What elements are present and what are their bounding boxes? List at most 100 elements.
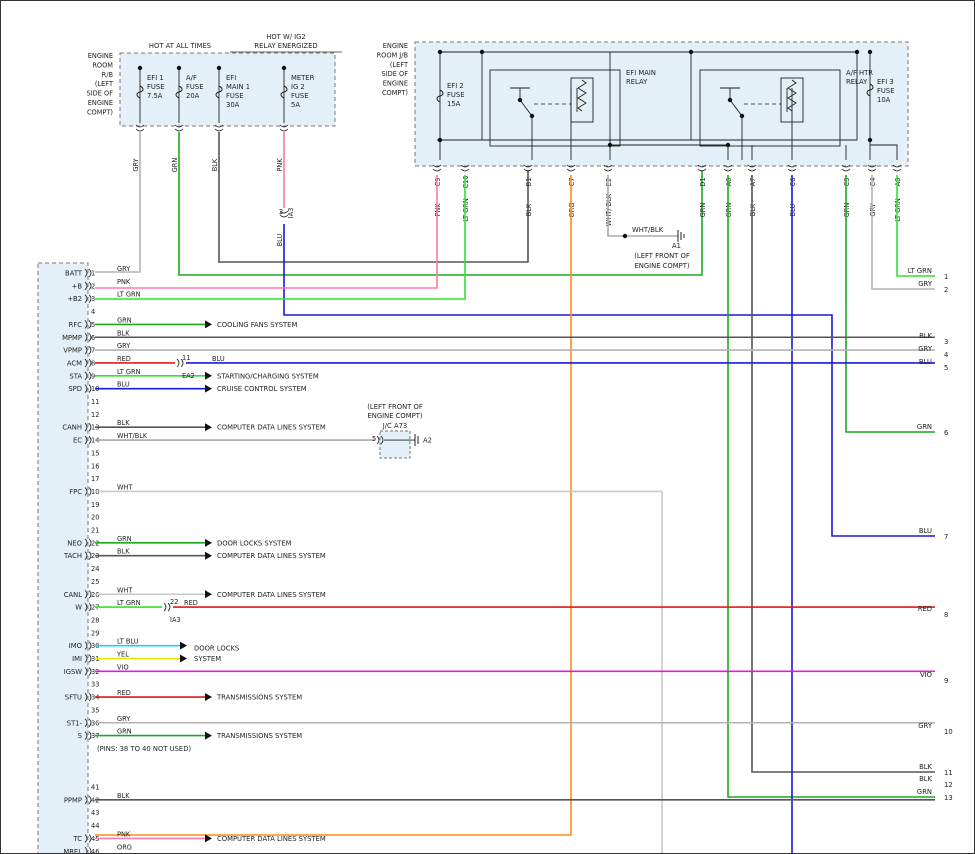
engine-room-jb-box: [414, 41, 909, 167]
jb-fuse-label: FUSE: [447, 91, 465, 99]
ecm-pin-connector-icon: [84, 294, 92, 303]
jb-fuse-label: 15A: [447, 100, 461, 108]
wire-fpc: [95, 490, 663, 854]
ecm-wire-label: GRY: [117, 342, 131, 350]
rb-label-line: SIDE OF: [87, 90, 114, 98]
arrow-icon: [180, 641, 187, 650]
jb-fuse-label: EFI 2: [447, 82, 464, 90]
ecm-pin-number: 19: [91, 501, 99, 509]
right-wire-label: LT GRN: [908, 267, 932, 275]
fuse-label: FUSE: [186, 83, 204, 91]
ecm-pin-number: 33: [91, 681, 99, 689]
wire-ltgrn-b2: [95, 175, 466, 300]
ecm-pin-connector-icon: [84, 281, 92, 291]
jb-pin-label: E2: [605, 178, 613, 186]
door-locks-label: DOOR LOCKS: [194, 645, 239, 653]
ecm-terminal-name: STA: [69, 372, 82, 380]
ecm-terminal-name: MREL: [63, 848, 82, 854]
ecm-wire-label: PNK: [117, 278, 131, 286]
ecm-wire-label: WHT: [117, 586, 133, 594]
ecm-pin-number: 15: [91, 449, 99, 457]
ecm-terminal-name: IMO: [69, 642, 82, 650]
jb-wire-label: LT GRN: [462, 198, 470, 222]
jb-label-line: COMPT): [382, 89, 408, 97]
fuse-label: EFI 1: [147, 74, 164, 82]
ia3-wire-label: BLU: [276, 233, 284, 246]
ia3-connector-icon: [279, 210, 289, 218]
rb-connector-icon: [135, 124, 145, 132]
ecm-terminal-name: VPMP: [63, 347, 82, 355]
fuse-top-dot: [281, 65, 287, 71]
ecm-terminal-name: ACM: [67, 359, 82, 367]
fuse-icon: [215, 85, 223, 99]
jc-loc2: ENGINE COMPT): [367, 412, 422, 420]
junction-dot: [622, 233, 628, 239]
ecm-pin-number: 11: [91, 398, 99, 406]
jb-wire-label: WHT/ BLK: [605, 193, 613, 226]
rb-label-line: ROOM: [92, 61, 113, 69]
ecm-terminal-name: +B2: [67, 295, 82, 303]
right-edge-number: 7: [944, 533, 948, 541]
jb-pin-label: B1: [525, 178, 533, 187]
right-wire-label: GRN: [917, 788, 932, 796]
ecm-terminal-name: BATT: [65, 270, 83, 278]
ground-a1-loc1: (LEFT FRONT OF: [634, 252, 690, 260]
ecm-wire-label: BLK: [117, 419, 130, 427]
ecm-wire-label: VIO: [117, 663, 129, 671]
ecm-terminal-name: W: [75, 604, 82, 612]
right-wire-label: BLK: [919, 332, 932, 340]
relay-box: [489, 69, 621, 147]
wire-label: GRN: [171, 158, 179, 173]
jb-pin-connector-icon: [697, 164, 707, 172]
jb-label-line: ENGINE: [383, 42, 408, 50]
relay-label: EFI MAIN: [626, 69, 656, 77]
right-edge-number: 8: [944, 611, 948, 619]
fuse-label: 30A: [226, 101, 240, 109]
right-wire-label: RED: [918, 605, 932, 613]
relay-box: [699, 69, 841, 147]
ecm-wire-label: BLK: [117, 329, 130, 337]
ecm-terminal-name: CANL: [64, 591, 82, 599]
ecm-destination: COMPUTER DATA LINES SYSTEM: [217, 552, 326, 560]
ground-a1-wire: WHT/BLK: [632, 226, 664, 234]
ecm-terminal-name: S: [78, 732, 82, 740]
ecm-destination: COOLING FANS SYSTEM: [217, 321, 297, 329]
ecm-wire-label: BLK: [117, 548, 130, 556]
ecm-pin-connector-icon: [84, 654, 92, 663]
fuse-label: EFI: [226, 74, 236, 82]
right-edge-number: 2: [944, 286, 948, 294]
right-edge-number: 4: [944, 351, 948, 359]
right-edge-number: 5: [944, 364, 948, 372]
relay-label: A/F HTR: [846, 69, 873, 77]
jb-pin-label: C7: [568, 178, 576, 187]
ground-a1-loc2: ENGINE COMPT): [634, 262, 689, 270]
jb-fuse-label: EFI 3: [877, 78, 894, 86]
ecm-wire-label: LT GRN: [117, 599, 141, 607]
jb-internal: [870, 144, 898, 160]
jc-pin: 5: [372, 435, 376, 443]
ecm-pin-connector-icon: [84, 371, 92, 381]
fuse-label: FUSE: [147, 83, 165, 91]
right-wire-label: BLU: [919, 358, 932, 366]
fuse-label: IG 2: [291, 83, 305, 91]
jb-pin-label: D1: [699, 177, 707, 186]
wire-pnk-b: [95, 175, 438, 289]
door-locks-label: SYSTEM: [194, 655, 221, 663]
arrow-icon: [205, 834, 212, 843]
junction-dot: [688, 49, 694, 55]
ecm-wire-label: YEL: [116, 651, 129, 659]
ecm-pin-connector-icon: [84, 834, 92, 843]
ecm-destination: COMPUTER DATA LINES SYSTEM: [217, 424, 326, 432]
ecm-wire-label: ORG: [117, 843, 132, 851]
ecm-pin-number: 44: [91, 822, 99, 830]
ia3-w-pin: 22: [170, 598, 178, 606]
fuse-label: FUSE: [291, 92, 309, 100]
ecm-pin-connector-icon: [84, 320, 92, 329]
relay-switch: [519, 99, 533, 117]
ecm-pin-connector-icon: [84, 422, 92, 432]
ecm-pin-connector-icon: [84, 589, 92, 599]
right-edge-number: 3: [944, 338, 948, 346]
ground-icon: [677, 230, 685, 242]
ecm-terminal-name: ST1-: [67, 719, 83, 727]
